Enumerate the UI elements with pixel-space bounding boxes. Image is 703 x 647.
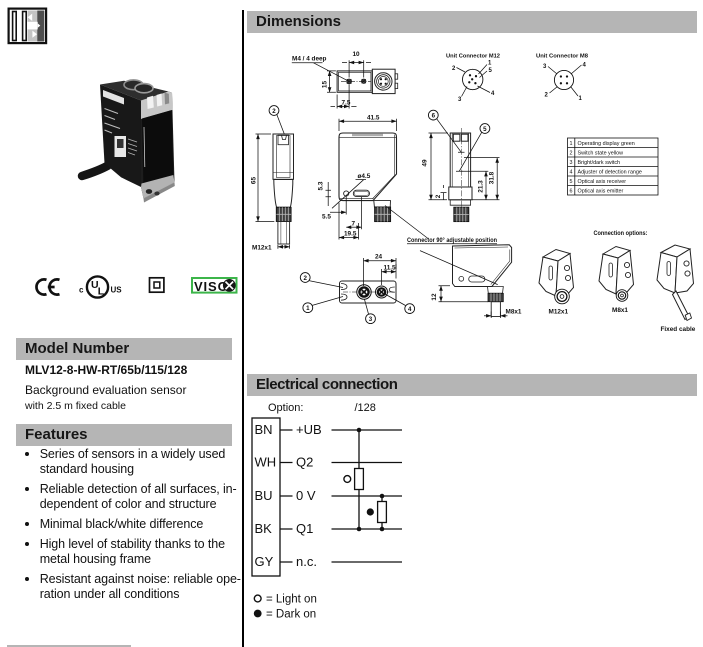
- svg-text:4: 4: [570, 170, 573, 176]
- svg-text:Connector 90° adjustable posit: Connector 90° adjustable position: [407, 236, 497, 244]
- svg-text:M8x1: M8x1: [612, 307, 628, 314]
- svg-text:ø4.5: ø4.5: [358, 173, 371, 180]
- svg-text:3: 3: [543, 64, 547, 70]
- svg-text:US: US: [111, 286, 123, 295]
- svg-text:2: 2: [545, 93, 549, 99]
- svg-text:0 V: 0 V: [296, 488, 316, 503]
- svg-text:65: 65: [251, 177, 258, 185]
- svg-text:12: 12: [431, 293, 438, 301]
- svg-text:M12x1: M12x1: [549, 309, 569, 316]
- svg-text:24: 24: [375, 254, 383, 261]
- svg-text:Unit Connector M8: Unit Connector M8: [536, 54, 589, 60]
- svg-text:1: 1: [570, 141, 573, 147]
- svg-text:M8x1: M8x1: [506, 309, 522, 316]
- svg-text:Connection options:: Connection options:: [594, 230, 648, 237]
- svg-text:= Dark on: = Dark on: [266, 609, 316, 621]
- svg-text:Optical axis receiver: Optical axis receiver: [578, 179, 627, 185]
- svg-text:GY: GY: [255, 554, 274, 569]
- svg-text:Unit Connector M12: Unit Connector M12: [446, 54, 500, 60]
- svg-text:2: 2: [452, 66, 456, 72]
- svg-text:c: c: [79, 286, 84, 295]
- svg-text:2: 2: [303, 275, 307, 282]
- svg-text:1: 1: [306, 305, 310, 312]
- svg-text:3: 3: [458, 97, 462, 103]
- svg-text:2: 2: [435, 194, 442, 198]
- svg-text:BK: BK: [255, 521, 273, 536]
- svg-text:Q2: Q2: [296, 455, 313, 470]
- svg-text:M12x1: M12x1: [252, 244, 272, 251]
- svg-text:21.3: 21.3: [478, 180, 485, 193]
- svg-text:11.5: 11.5: [384, 265, 397, 272]
- svg-text:5: 5: [570, 179, 573, 185]
- svg-text:19.5: 19.5: [344, 231, 357, 238]
- svg-text:4: 4: [583, 63, 587, 69]
- svg-text:15: 15: [321, 81, 328, 89]
- svg-text:2: 2: [570, 151, 573, 157]
- svg-text:WH: WH: [255, 455, 277, 470]
- svg-text:L: L: [98, 286, 105, 298]
- svg-text:= Light on: = Light on: [266, 594, 317, 606]
- svg-text:Optical axis emitter: Optical axis emitter: [578, 189, 624, 195]
- svg-text:BU: BU: [255, 488, 273, 503]
- svg-text:+UB: +UB: [296, 422, 322, 437]
- svg-text:49: 49: [422, 159, 429, 167]
- svg-text:3: 3: [369, 316, 373, 323]
- svg-text:Switch state yellow: Switch state yellow: [578, 151, 624, 157]
- svg-text:5.5: 5.5: [322, 214, 331, 221]
- svg-text:6: 6: [570, 189, 573, 195]
- svg-text:4: 4: [491, 91, 495, 97]
- svg-text:VISC: VISC: [194, 279, 228, 294]
- svg-text:Bright/dark switch: Bright/dark switch: [578, 160, 621, 166]
- svg-text:Q1: Q1: [296, 521, 313, 536]
- svg-text:n.c.: n.c.: [296, 554, 317, 569]
- svg-text:31.8: 31.8: [489, 171, 496, 184]
- svg-text:7.5: 7.5: [342, 100, 351, 107]
- svg-text:M4 / 4 deep: M4 / 4 deep: [292, 56, 327, 63]
- svg-text:41.5: 41.5: [367, 114, 380, 121]
- svg-text:U: U: [91, 279, 99, 291]
- svg-text:2: 2: [272, 108, 276, 115]
- svg-text:BN: BN: [255, 422, 273, 437]
- svg-text:7: 7: [352, 220, 356, 227]
- svg-text:Fixed cable: Fixed cable: [661, 326, 696, 333]
- svg-text:6: 6: [432, 113, 436, 120]
- svg-text:5: 5: [483, 126, 487, 133]
- svg-text:Option:: Option:: [268, 402, 303, 414]
- svg-text:Operating display green: Operating display green: [578, 141, 635, 147]
- svg-text:5.3: 5.3: [318, 181, 325, 190]
- svg-text:3: 3: [570, 160, 573, 166]
- svg-text:10: 10: [353, 51, 361, 58]
- svg-text:5: 5: [489, 68, 493, 74]
- svg-text:Adjuster of detection range: Adjuster of detection range: [578, 170, 642, 176]
- svg-text:/128: /128: [355, 402, 376, 414]
- svg-text:1: 1: [579, 96, 583, 102]
- svg-text:1: 1: [488, 61, 492, 67]
- svg-text:4: 4: [408, 306, 412, 313]
